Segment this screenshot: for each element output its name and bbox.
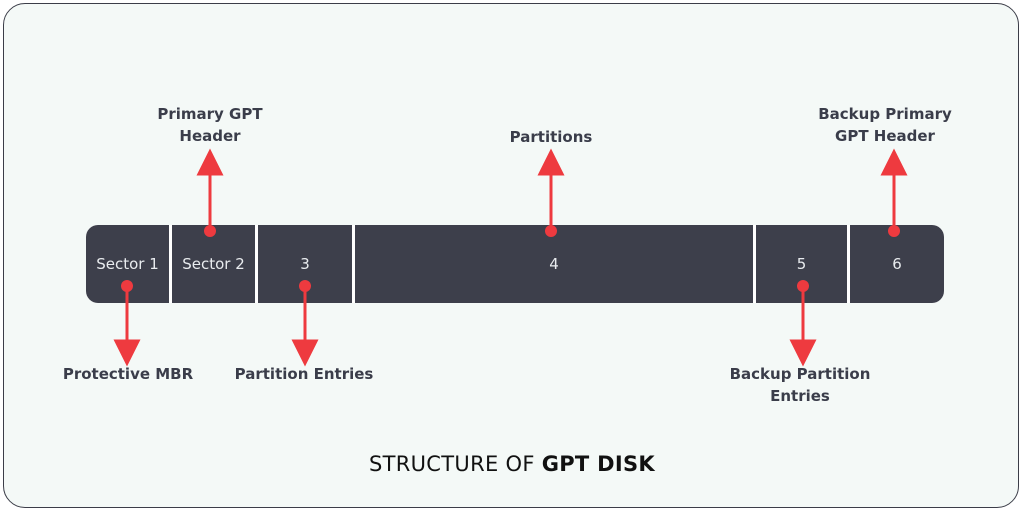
segment-4: 4 — [355, 225, 753, 303]
arrow-protective-mbr — [113, 280, 141, 367]
arrow-backup-primary-gpt-header — [880, 148, 908, 237]
label-partition-entries: Partition Entries — [234, 365, 374, 383]
gpt-disk-bar: Sector 1 Sector 2 3 4 5 6 — [86, 225, 944, 303]
label-backup-partition-entries: Backup Partition Entries — [729, 365, 871, 405]
label-protective-mbr: Protective MBR — [62, 365, 194, 383]
arrow-primary-gpt-header — [196, 148, 224, 237]
label-partitions: Partitions — [509, 128, 593, 146]
arrow-partition-entries — [291, 280, 319, 367]
arrow-backup-partition-entries — [789, 280, 817, 367]
diagram-title: STRUCTURE OF GPT DISK — [0, 452, 1024, 476]
label-primary-gpt-header: Primary GPT Header — [157, 105, 263, 145]
label-backup-primary-gpt-header: Backup Primary GPT Header — [818, 105, 952, 145]
title-prefix: STRUCTURE OF — [368, 452, 542, 476]
segment-6: 6 — [850, 225, 944, 303]
segment-sector-2: Sector 2 — [172, 225, 255, 303]
title-emphasis: GPT DISK — [541, 452, 655, 476]
arrow-partitions — [537, 148, 565, 237]
